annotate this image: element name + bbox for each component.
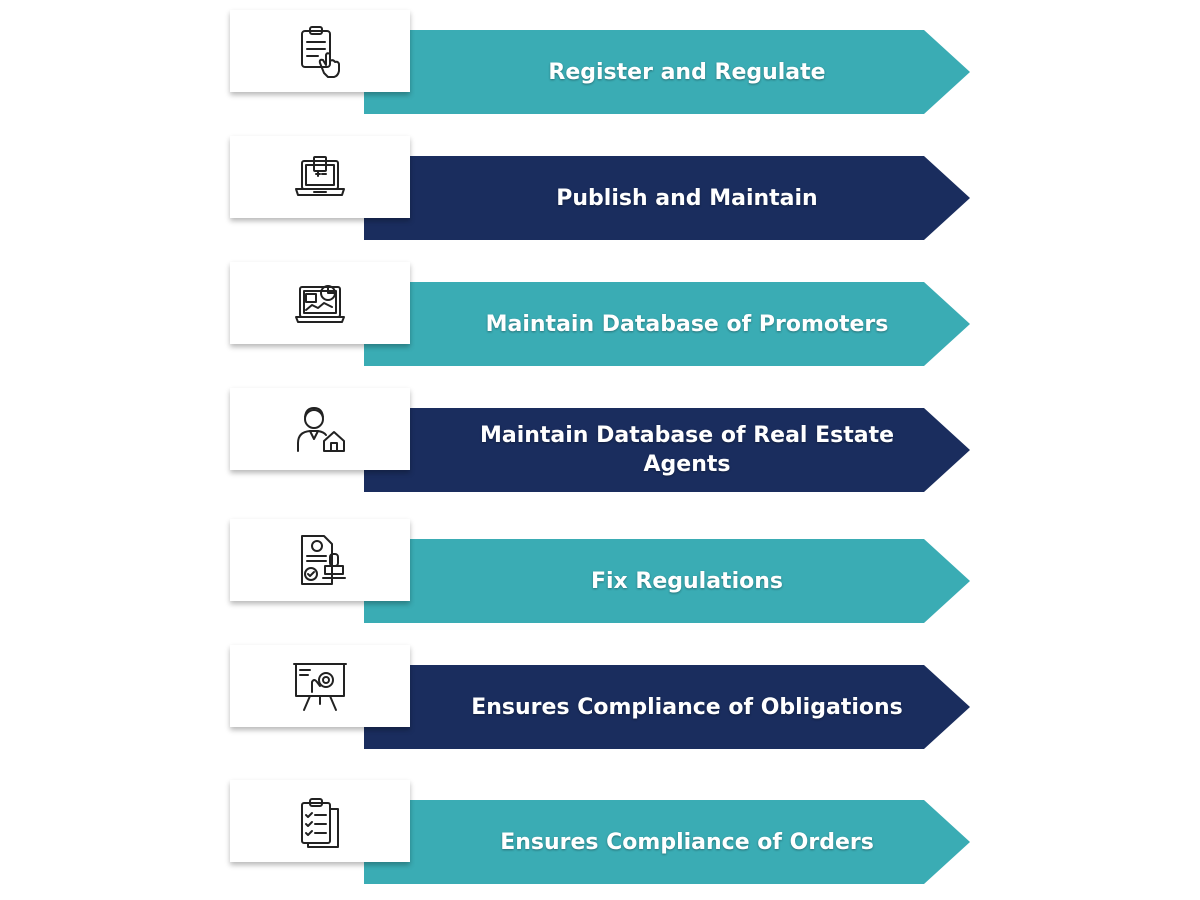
step-row: Maintain Database of Promoters: [0, 262, 1200, 372]
presentation-gear-icon: [293, 663, 347, 711]
step-row: Register and Regulate: [0, 10, 1200, 120]
laptop-calculator-icon: [295, 156, 345, 196]
step-icon-box: [230, 519, 410, 601]
step-icon-box: [230, 136, 410, 218]
checklist-icon: [301, 798, 339, 848]
step-label: Ensures Compliance of Orders: [500, 829, 874, 855]
step-icon-box: [230, 645, 410, 727]
step-row: Publish and Maintain: [0, 136, 1200, 246]
step-arrow: Register and Regulate: [364, 30, 970, 114]
laptop-chart-icon: [295, 285, 345, 323]
step-arrow: Maintain Database of Real Estate Agents: [364, 408, 970, 492]
step-label: Register and Regulate: [548, 59, 826, 85]
step-arrow: Maintain Database of Promoters: [364, 282, 970, 366]
step-label: Publish and Maintain: [556, 185, 818, 211]
step-label: Ensures Compliance of Obligations: [471, 694, 903, 720]
step-icon-box: [230, 388, 410, 470]
step-label: Fix Regulations: [590, 568, 783, 594]
step-arrow: Fix Regulations: [364, 539, 970, 623]
step-arrow: Publish and Maintain: [364, 156, 970, 240]
step-label: Maintain Database of Real Estate Agents: [479, 423, 895, 477]
step-arrow: Ensures Compliance of Obligations: [364, 665, 970, 749]
step-icon-box: [230, 10, 410, 92]
agent-house-icon: [297, 407, 345, 452]
step-label: Maintain Database of Promoters: [485, 311, 889, 337]
clipboard-hand-icon: [301, 26, 340, 78]
step-row: Ensures Compliance of Orders: [0, 780, 1200, 890]
step-row: Maintain Database of Real Estate Agents: [0, 388, 1200, 498]
step-row: Fix Regulations: [0, 519, 1200, 629]
step-icon-box: [230, 262, 410, 344]
document-stamp-icon: [301, 535, 346, 585]
step-row: Ensures Compliance of Obligations: [0, 645, 1200, 755]
step-arrow: Ensures Compliance of Orders: [364, 800, 970, 884]
step-icon-box: [230, 780, 410, 862]
